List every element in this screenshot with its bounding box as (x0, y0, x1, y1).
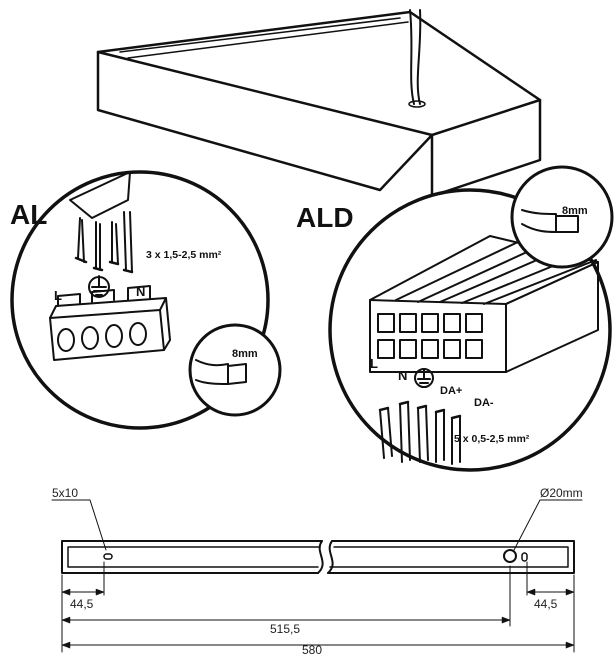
al-strip-length: 8mm (232, 348, 258, 360)
ald-strip-length: 8mm (562, 205, 588, 217)
ald-cable-spec: 5 x 0,5-2,5 mm² (454, 433, 530, 445)
al-terminal-n: N (136, 284, 145, 299)
ald-terminal-da-minus: DA- (474, 397, 494, 409)
al-cable-spec: 3 x 1,5-2,5 mm² (146, 249, 222, 261)
ald-terminal-n: N (398, 368, 407, 383)
hole-spacing-label: 515,5 (270, 622, 300, 636)
al-cable (69, 171, 134, 274)
ald-wires (378, 400, 462, 465)
total-length-label: 580 (302, 643, 322, 654)
left-offset-label: 44,5 (70, 597, 94, 611)
ald-terminal-l: L (370, 356, 378, 371)
ground-icon (88, 275, 110, 298)
ald-detail (328, 165, 614, 472)
al-terminal-l: L (54, 288, 62, 303)
ald-terminal-da-plus: DA+ (440, 385, 462, 397)
al-terminal-block (49, 285, 171, 361)
right-offset-label: 44,5 (534, 597, 558, 611)
slot-label: 5x10 (52, 486, 78, 500)
al-detail (10, 170, 282, 430)
luminaire-body (96, 9, 542, 198)
ground-icon-ald (414, 368, 434, 388)
dimension-drawing (51, 499, 583, 653)
ald-terminal-block (369, 235, 599, 373)
hole-20mm (503, 549, 517, 563)
ald-strip-zoom (510, 165, 614, 269)
slot-5x10 (103, 553, 113, 560)
hole-label: Ø20mm (540, 486, 583, 500)
al-title: AL (10, 199, 47, 230)
al-strip-zoom (188, 323, 282, 417)
ald-title: ALD (296, 202, 354, 233)
